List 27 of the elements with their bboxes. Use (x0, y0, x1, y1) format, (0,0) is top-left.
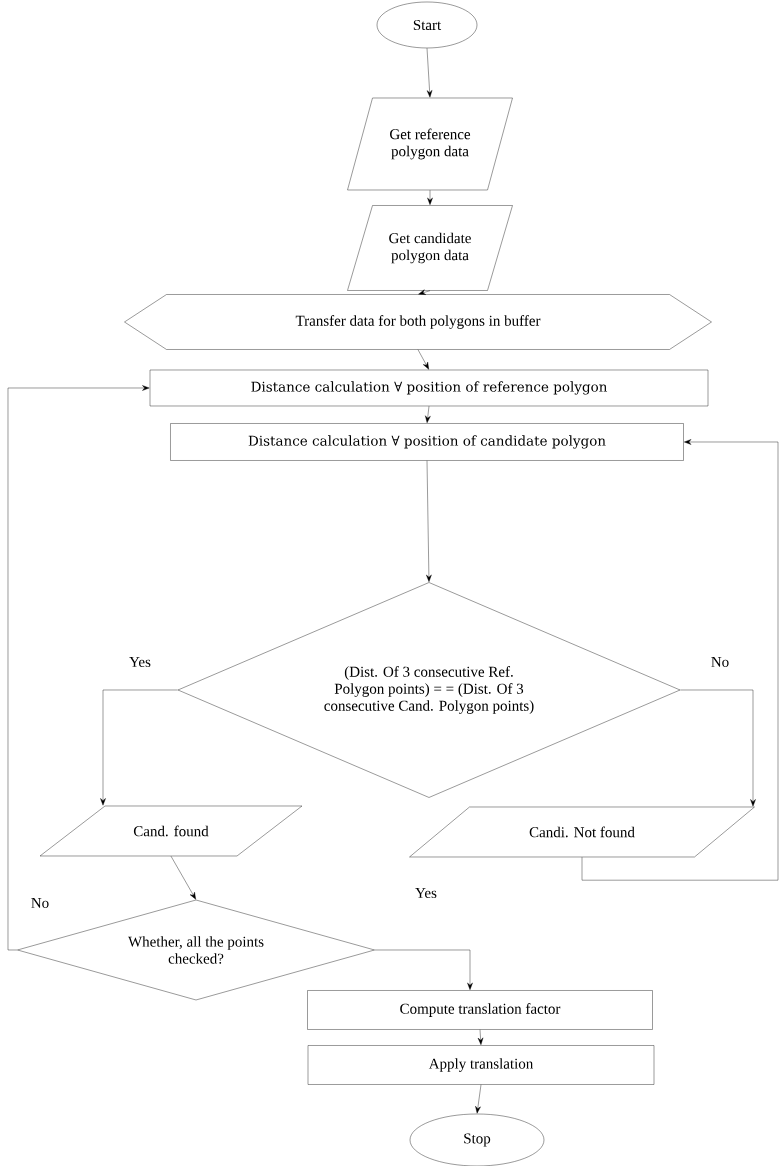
edge-label: Yes (128, 656, 152, 668)
arrow (477, 1029, 484, 1045)
arrow (680, 689, 756, 807)
process-box: Distance calculation ∀ position of candidate polygon (170, 423, 684, 461)
data-parallelogram: Candi. Not found (409, 806, 755, 858)
arrow (7, 385, 150, 951)
process-box: Apply translation (307, 1045, 655, 1085)
arrow (170, 856, 196, 900)
process-box: Compute translation factor (307, 990, 653, 1030)
arrow (374, 949, 473, 990)
preparation-hexagon: Transfer data for both polygons in buffer (124, 294, 712, 350)
data-parallelogram: Get candidate polygon data (347, 205, 513, 291)
process-box: Distance calculation ∀ position of reference polygon (149, 369, 709, 407)
edge-label: No (29, 897, 51, 909)
edge-label: No (709, 656, 731, 668)
arrow (427, 190, 433, 205)
data-parallelogram: Get reference polygon data (347, 97, 513, 191)
arrow (417, 349, 429, 370)
arrow (475, 1084, 482, 1114)
arrow (425, 406, 431, 423)
edge-label: Yes (414, 887, 438, 899)
arrow (426, 460, 432, 582)
arrow (418, 289, 431, 295)
arrow (426, 48, 433, 98)
arrow (581, 439, 779, 881)
data-parallelogram: Cand. found (39, 805, 303, 857)
arrow (100, 689, 178, 806)
